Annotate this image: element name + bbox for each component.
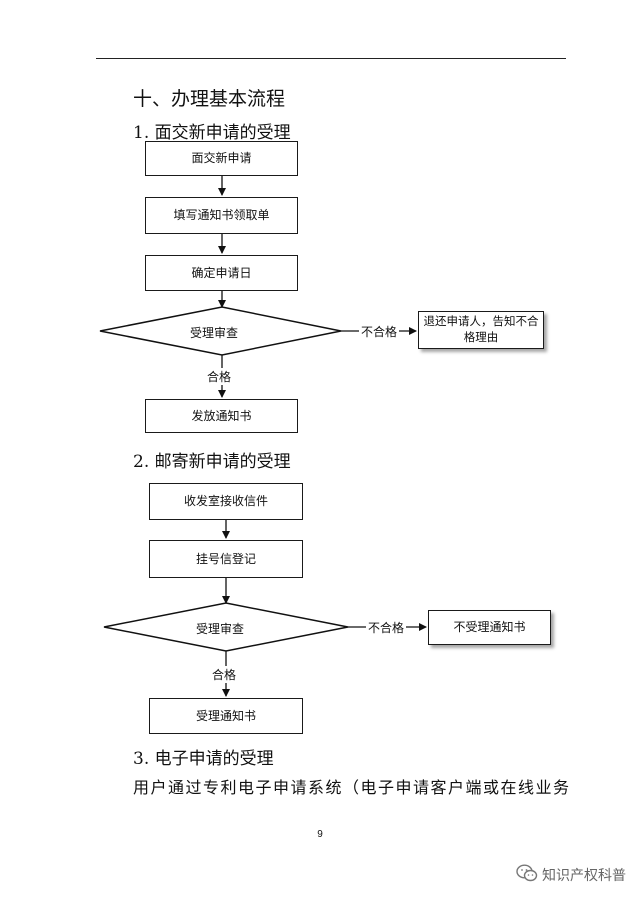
section-heading: 十、办理基本流程 (133, 88, 286, 110)
section3-title: 3. 电子申请的受理 (133, 749, 274, 769)
header-rule (96, 58, 566, 59)
fail-label-1: 不合格 (359, 323, 400, 340)
section3-paragraph: 用户通过专利电子申请系统（电子申请客户端或在线业务 (133, 778, 571, 797)
flow-result-issue-notice: 发放通知书 (145, 399, 298, 433)
fail-label-2: 不合格 (366, 619, 407, 636)
flow-step-fill-receipt-form: 填写通知书领取单 (145, 197, 298, 234)
decision-label-1: 受理审查 (190, 326, 239, 340)
flow-step-registered-mail-log: 挂号信登记 (149, 540, 303, 578)
pass-label-2: 合格 (210, 666, 239, 683)
decision-diamond-1 (99, 306, 342, 356)
watermark-text: 知识产权科普 (542, 868, 626, 884)
section1-title: 1. 面交新申请的受理 (133, 123, 291, 143)
flow-result-return-to-applicant: 退还申请人，告知不合格理由 (418, 311, 544, 349)
flow-result-acceptance-notice: 受理通知书 (149, 698, 303, 734)
flow-result-rejection-notice: 不受理通知书 (428, 610, 551, 645)
section2-title: 2. 邮寄新申请的受理 (133, 452, 291, 472)
page-number: 9 (317, 829, 323, 840)
wechat-icon (516, 864, 538, 886)
flow-step-mailroom-receive: 收发室接收信件 (149, 483, 303, 520)
watermark: 知识产权科普 (516, 864, 626, 886)
flow-step-confirm-filing-date: 确定申请日 (145, 255, 298, 291)
pass-label-1: 合格 (205, 368, 234, 385)
flow-step-submit-in-person: 面交新申请 (145, 141, 298, 176)
decision-diamond-2 (103, 602, 349, 652)
decision-label-2: 受理审查 (196, 622, 245, 636)
